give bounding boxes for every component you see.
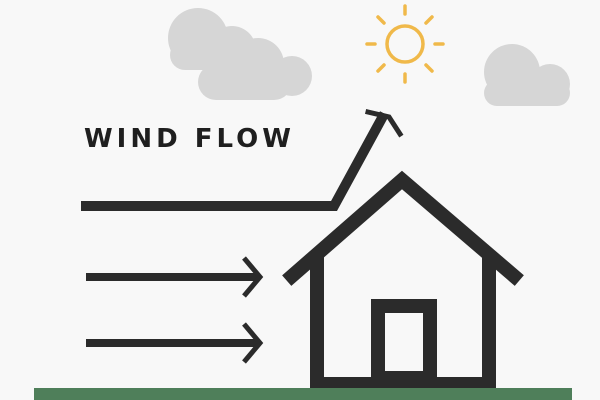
- wind-arrow-deflected: [81, 108, 404, 211]
- cloud-icon: [484, 44, 570, 106]
- wind-arrow: [86, 256, 264, 298]
- cloud-icon: [168, 8, 312, 100]
- house-icon: [282, 170, 524, 391]
- ground-strip: [34, 388, 572, 400]
- wind-arrow: [86, 322, 264, 364]
- sun-icon: [365, 4, 445, 84]
- diagram-title: WIND FLOW: [84, 124, 295, 154]
